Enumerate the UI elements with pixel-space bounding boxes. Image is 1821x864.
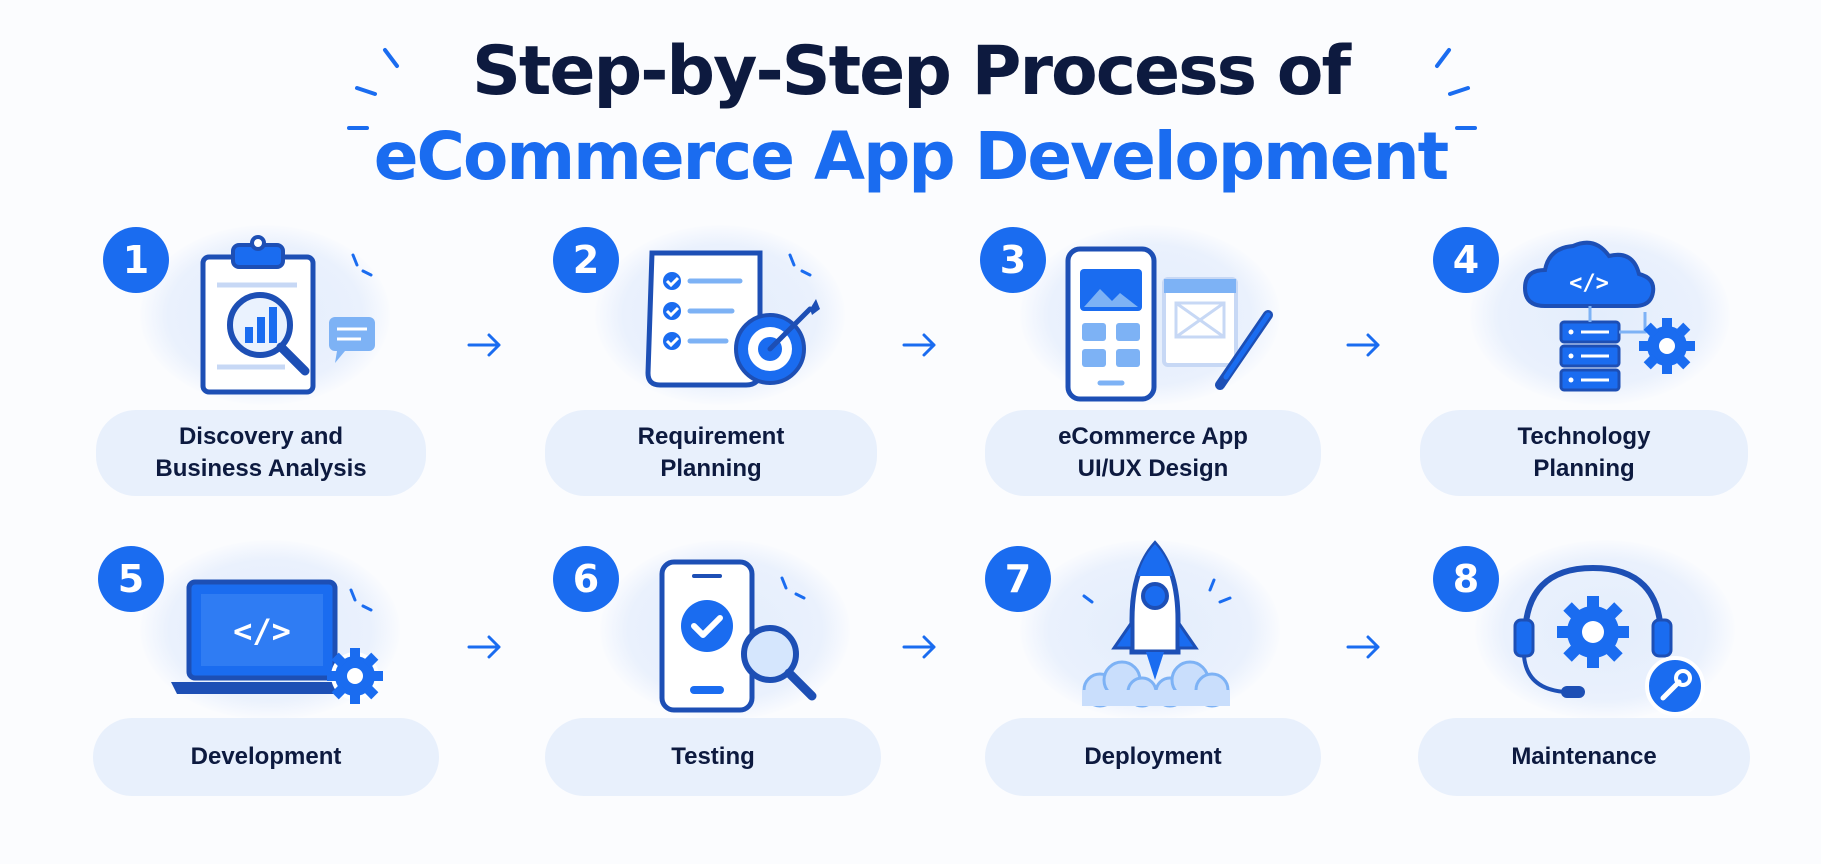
- step-label: Deployment: [985, 718, 1321, 796]
- step-number-badge: 8: [1433, 546, 1499, 612]
- step-number-badge: 7: [985, 546, 1051, 612]
- step-number-badge: 3: [980, 227, 1046, 293]
- checklist-target-icon: [645, 250, 820, 388]
- clipboard-analytics-icon: [200, 235, 375, 395]
- step-label: Maintenance: [1418, 718, 1750, 796]
- step-label: Testing: [545, 718, 881, 796]
- step-number-badge: 2: [553, 227, 619, 293]
- headset-support-icon: [1513, 564, 1705, 716]
- phone-test-icon: [659, 559, 817, 713]
- svg-text:</>: </>: [233, 612, 291, 650]
- step-number-badge: 1: [103, 227, 169, 293]
- arrow-right-icon: [1346, 635, 1380, 659]
- arrow-right-icon: [1346, 333, 1380, 357]
- rocket-icon: [1082, 540, 1232, 708]
- arrow-right-icon: [467, 635, 501, 659]
- step-label: Development: [93, 718, 439, 796]
- title-sparkle-left-icon: [347, 48, 399, 130]
- title-sparkle-right-icon: [1435, 48, 1477, 130]
- svg-text:</>: </>: [1569, 271, 1609, 296]
- step-number-badge: 6: [553, 546, 619, 612]
- step-number-badge: 4: [1433, 227, 1499, 293]
- step-number-badge: 5: [98, 546, 164, 612]
- arrow-right-icon: [902, 635, 936, 659]
- arrow-right-icon: [902, 333, 936, 357]
- page-subtitle: eCommerce App Development: [373, 118, 1449, 195]
- cloud-server-icon: </>: [1522, 240, 1695, 392]
- page-title: Step-by-Step Process of: [471, 32, 1351, 111]
- laptop-code-icon: </>: [171, 579, 383, 704]
- mobile-design-icon: [1065, 246, 1273, 402]
- arrow-right-icon: [467, 333, 501, 357]
